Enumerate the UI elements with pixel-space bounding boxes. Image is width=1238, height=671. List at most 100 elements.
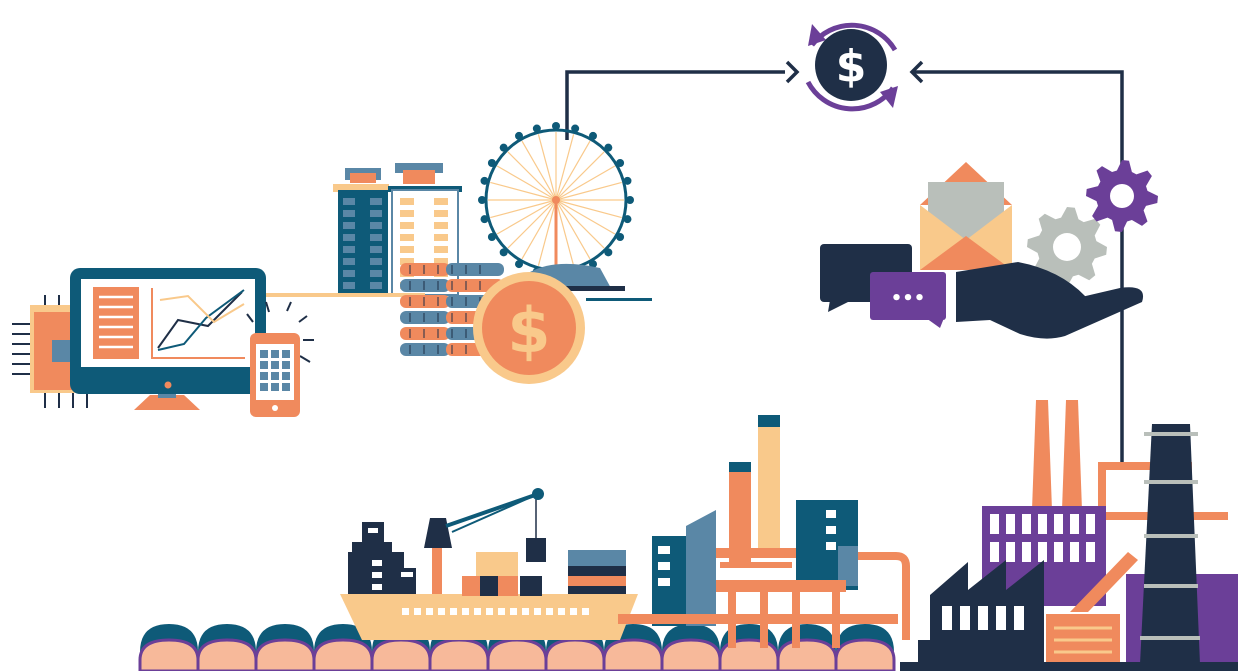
wave	[544, 638, 606, 671]
porthole	[438, 608, 445, 615]
window	[434, 234, 448, 241]
porthole	[426, 608, 433, 615]
phone-key	[282, 350, 290, 358]
window	[400, 246, 414, 253]
window	[1054, 542, 1063, 562]
porthole	[510, 608, 517, 615]
wave	[312, 638, 374, 671]
gondola	[552, 122, 560, 130]
window	[1006, 542, 1015, 562]
gondola	[571, 124, 580, 133]
phone-key	[271, 350, 279, 358]
phone-key	[260, 372, 268, 380]
window	[434, 198, 448, 205]
coin	[446, 263, 504, 276]
phone-key	[282, 383, 290, 391]
currency-cycle-icon: $	[805, 22, 898, 112]
window	[400, 210, 414, 217]
currency-symbol: $	[836, 41, 867, 92]
window	[434, 210, 448, 217]
window	[1038, 542, 1047, 562]
wave	[370, 638, 432, 671]
porthole	[498, 608, 505, 615]
gondola	[626, 196, 634, 204]
phone-key	[271, 383, 279, 391]
window	[1022, 542, 1031, 562]
gondola	[487, 233, 496, 241]
window	[343, 270, 355, 277]
window	[400, 258, 414, 265]
gondola	[499, 143, 508, 152]
coin	[400, 343, 450, 356]
coin	[400, 295, 450, 308]
phone-key	[271, 372, 279, 380]
monitor-chart-icon	[70, 268, 266, 410]
porthole	[474, 608, 481, 615]
gondola	[478, 196, 486, 204]
wave	[196, 638, 258, 671]
gear-icon	[1086, 160, 1158, 232]
gondola	[499, 248, 508, 257]
wave	[254, 638, 316, 671]
window	[1070, 514, 1079, 534]
hand-icon	[956, 262, 1144, 339]
porthole	[414, 608, 421, 615]
coin	[400, 263, 450, 276]
porthole	[546, 608, 553, 615]
window	[990, 514, 999, 534]
window	[343, 210, 355, 217]
coin	[400, 279, 450, 292]
wave	[428, 638, 490, 671]
gondola	[589, 260, 597, 269]
cargo-ship-icon	[340, 488, 638, 640]
porthole	[558, 608, 565, 615]
gondola	[589, 131, 597, 140]
window	[1038, 514, 1047, 534]
gondola	[623, 176, 632, 185]
window	[990, 542, 999, 562]
window	[343, 258, 355, 265]
window	[434, 258, 448, 265]
envelope-icon	[920, 162, 1012, 270]
window	[1006, 514, 1015, 534]
phone-key	[260, 350, 268, 358]
window	[370, 246, 382, 253]
window	[343, 282, 355, 289]
chat-dots: •••	[891, 288, 926, 309]
gondola	[480, 215, 489, 224]
window	[370, 198, 382, 205]
window	[1086, 542, 1095, 562]
gondola	[532, 124, 541, 133]
porthole	[522, 608, 529, 615]
wave	[138, 638, 200, 671]
window	[1022, 514, 1031, 534]
phone-key	[260, 383, 268, 391]
porthole	[450, 608, 457, 615]
window	[1070, 542, 1079, 562]
gondola	[604, 248, 613, 257]
porthole	[570, 608, 577, 615]
coin	[400, 311, 450, 324]
coin	[400, 327, 450, 340]
window	[370, 282, 382, 289]
gondola	[480, 176, 489, 185]
gondola	[515, 131, 523, 140]
window	[370, 234, 382, 241]
gondola	[487, 159, 496, 167]
factory-icon	[900, 400, 1238, 671]
ferris-wheel-icon	[478, 122, 652, 301]
porthole	[534, 608, 541, 615]
high-rise-buildings	[265, 163, 462, 297]
wave	[776, 638, 838, 671]
window	[343, 246, 355, 253]
wave	[660, 638, 722, 671]
window	[343, 198, 355, 205]
porthole	[402, 608, 409, 615]
coin-currency-symbol: $	[507, 294, 550, 367]
window	[370, 258, 382, 265]
phone-key	[260, 361, 268, 369]
gondola	[616, 233, 625, 241]
porthole	[462, 608, 469, 615]
gear-icon-grey	[1027, 207, 1107, 287]
